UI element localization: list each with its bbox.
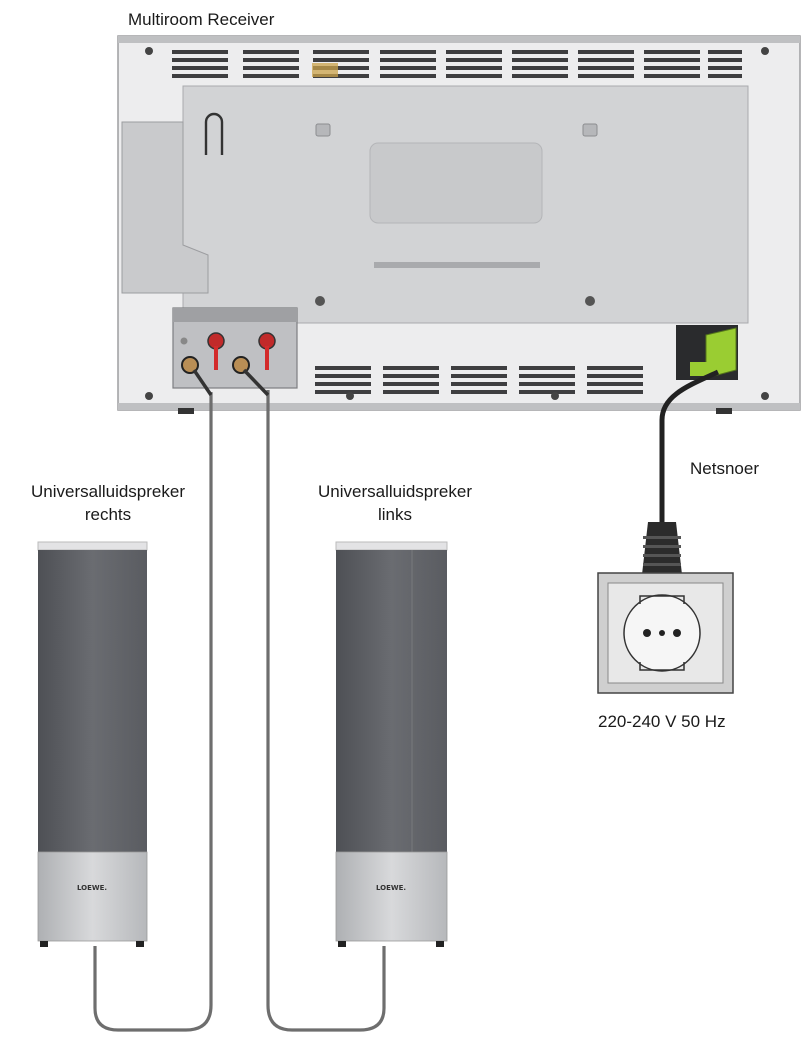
power-cord xyxy=(659,369,720,522)
receiver-vent-highlight xyxy=(312,63,338,77)
speaker-left-label: Universalluidspreker links xyxy=(300,480,490,526)
receiver-side-bracket xyxy=(121,121,209,294)
speaker-left-label-line2: links xyxy=(377,505,412,524)
voltage-label: 220-240 V 50 Hz xyxy=(598,712,726,731)
receiver-foot-right xyxy=(716,408,732,414)
receiver-power-socket xyxy=(676,325,738,380)
speaker-right: LOEWE. xyxy=(37,541,148,947)
speaker-right-label-line1: Universalluidspreker xyxy=(30,482,185,501)
receiver-slot xyxy=(374,262,540,268)
receiver-bottom-edge xyxy=(118,403,800,410)
receiver-screw-hole-right xyxy=(585,296,595,306)
speaker-terminal-block xyxy=(172,307,298,389)
receiver-label: Multiroom Receiver xyxy=(128,10,275,29)
speaker-left-brand: LOEWE. xyxy=(376,884,406,892)
terminal-left-minus xyxy=(232,356,250,374)
speaker-cables xyxy=(93,390,386,1032)
receiver-hanger-hook xyxy=(204,112,224,155)
speaker-right-label: Universalluidspreker rechts xyxy=(8,480,208,526)
receiver-label-plate xyxy=(369,142,543,224)
receiver-foot-left xyxy=(178,408,194,414)
wall-outlet xyxy=(597,572,734,694)
terminal-right-minus xyxy=(181,356,199,374)
receiver xyxy=(117,35,801,414)
cable-speaker-left xyxy=(266,390,386,1032)
speaker-left-label-line1: Universalluidspreker xyxy=(317,482,472,501)
speaker-left: LOEWE. xyxy=(335,541,448,947)
receiver-clip-right xyxy=(582,123,598,137)
power-cord-label: Netsnoer xyxy=(690,459,759,478)
receiver-bottom-vents xyxy=(315,366,643,394)
speaker-right-brand: LOEWE. xyxy=(77,884,107,892)
receiver-screws xyxy=(145,47,769,400)
receiver-top-edge xyxy=(118,36,800,43)
receiver-screw-hole-left xyxy=(315,296,325,306)
speaker-right-label-line2: rechts xyxy=(84,505,132,524)
cable-speaker-right xyxy=(93,392,213,1032)
cable-connectors xyxy=(192,346,270,397)
receiver-top-vents xyxy=(172,50,742,78)
receiver-clip-left xyxy=(315,123,331,137)
